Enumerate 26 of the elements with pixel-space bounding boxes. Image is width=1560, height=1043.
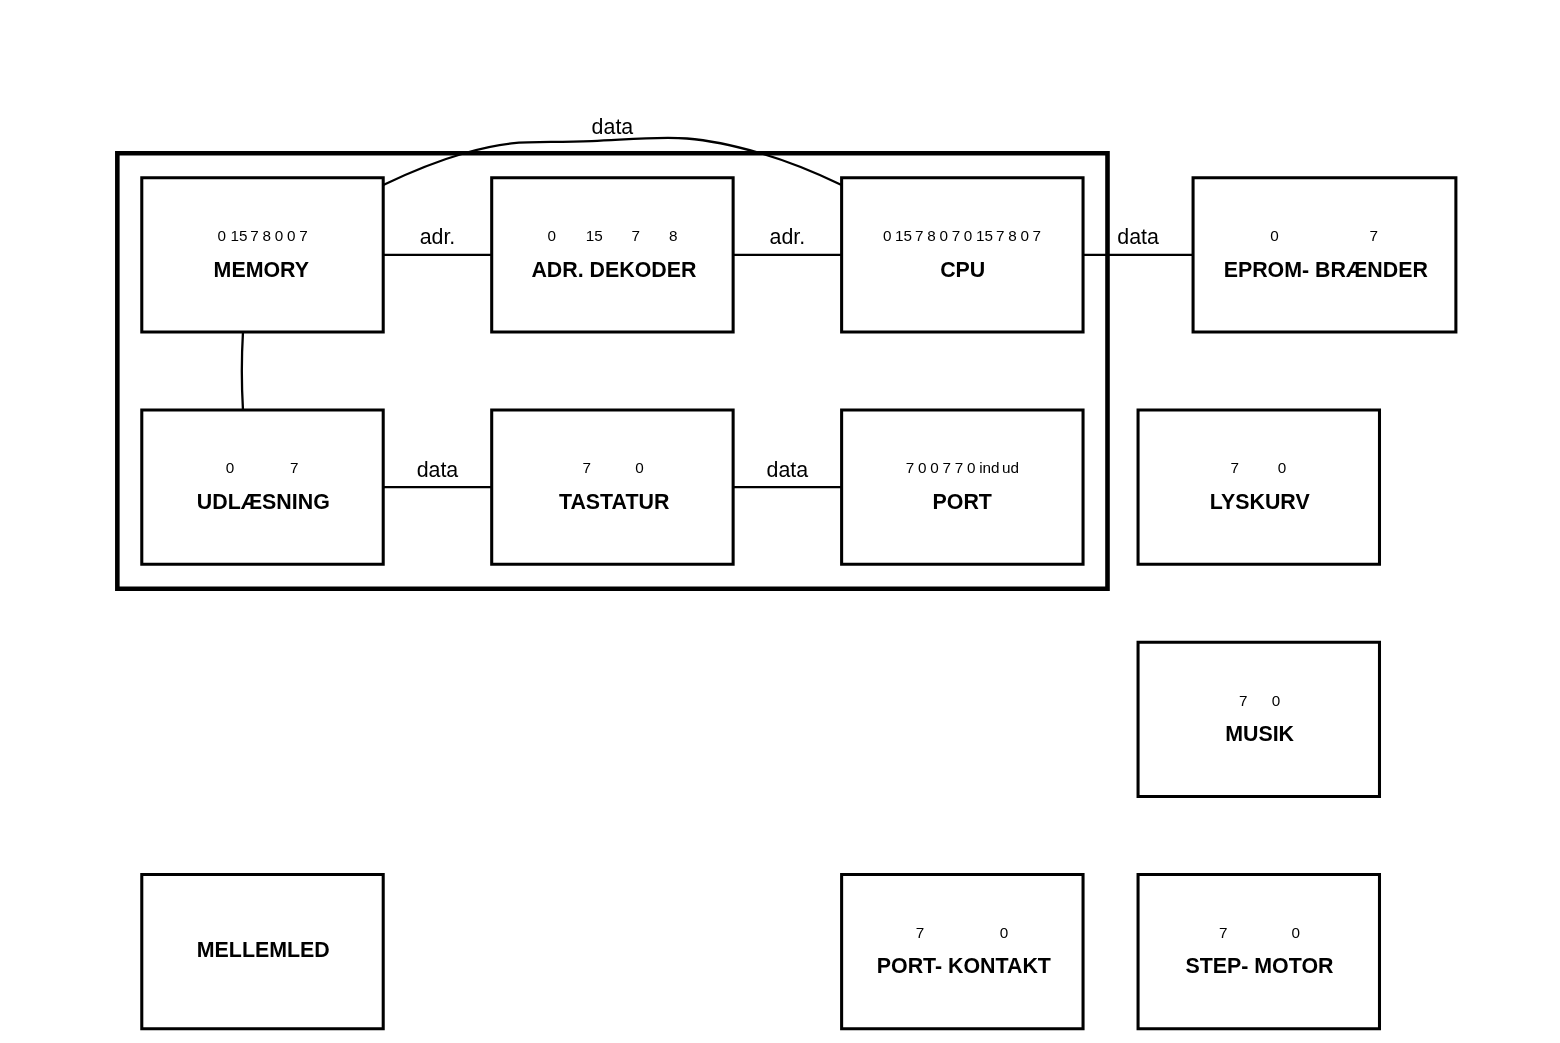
- node-box: 7 0 0 7 7 0 ind ud PORT: [839, 408, 1085, 566]
- connector: [240, 332, 244, 410]
- connector: [1082, 253, 1193, 256]
- connector: [732, 253, 841, 256]
- connector: [382, 136, 842, 186]
- edge-label: data: [416, 457, 458, 482]
- edge-label: adr.: [419, 225, 455, 250]
- edge-label: data: [591, 114, 633, 139]
- node-box: 7 0 PORT- KONTAKT: [839, 872, 1085, 1031]
- connector: [732, 485, 841, 489]
- node-box: MELLEMLED: [139, 872, 385, 1031]
- node-box: 7 0 TASTATUR: [489, 408, 735, 566]
- node-box: 0 7 UDLÆSNING: [139, 408, 385, 566]
- connector: [382, 253, 491, 256]
- connector: [382, 485, 491, 489]
- edge-label: data: [1116, 225, 1159, 250]
- node-box: 0 15 7 8 0 7 0 15 7 8 0 7 CPU: [839, 176, 1085, 334]
- node-box: 7 0 STEP- MOTOR: [1136, 872, 1381, 1031]
- node-box: 0 15 7 8 0 0 7 MEMORY: [139, 176, 385, 334]
- node-box: 7 0 MUSIK: [1136, 640, 1381, 799]
- cluster: [114, 150, 1110, 591]
- edge-label: adr.: [769, 225, 805, 250]
- node-box: 0 15 7 8 ADR. DEKODER: [489, 176, 735, 334]
- node-box: 7 0 LYSKURV: [1136, 408, 1381, 566]
- edge-label: data: [766, 457, 808, 482]
- node-box: 0 7 EPROM- BRÆNDER: [1191, 176, 1457, 334]
